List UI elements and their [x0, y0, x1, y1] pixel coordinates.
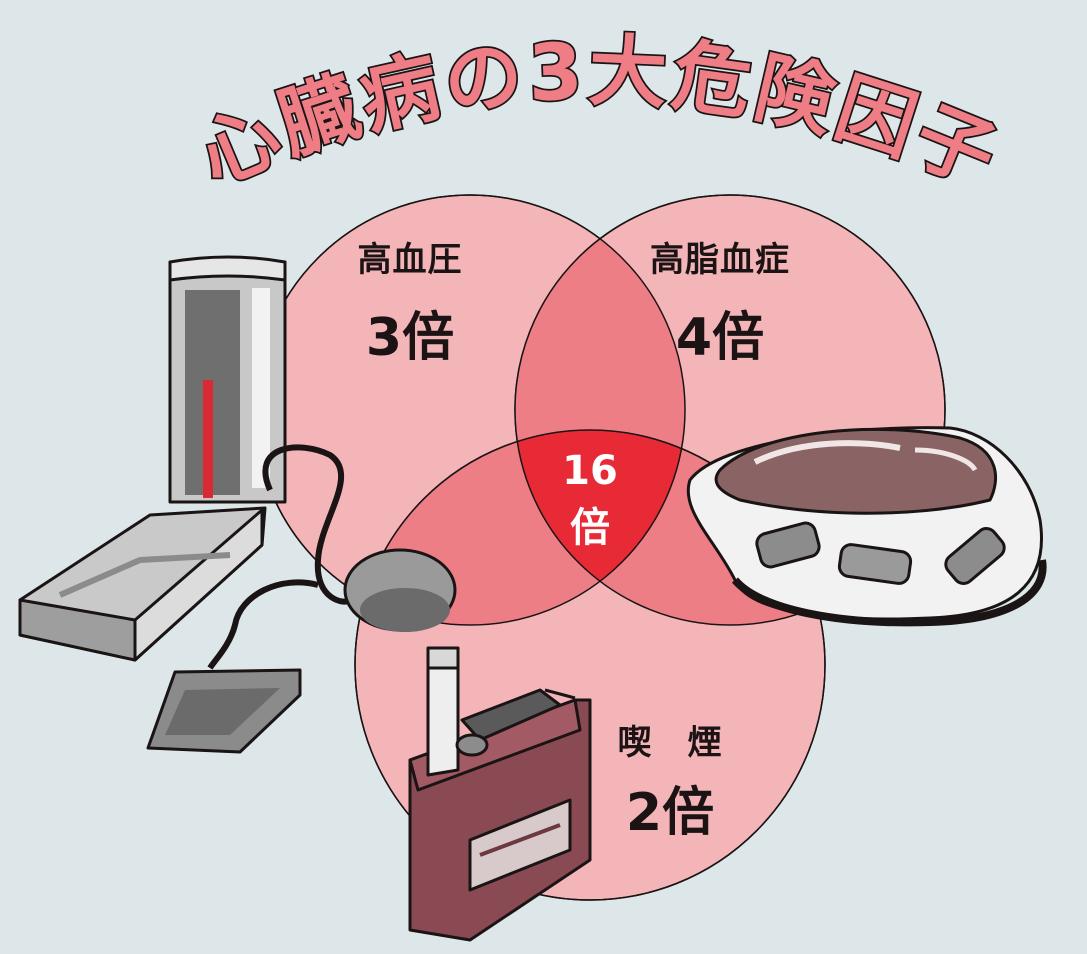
- factor-multiplier-smoking: 2倍: [605, 770, 735, 845]
- factor-multiplier-hyperlipidemia: 4倍: [655, 295, 785, 370]
- page-title-art: 心臓病の3大危険因子: [145, 27, 1055, 222]
- factor-label-hypertension: 高血圧: [345, 232, 475, 281]
- page-title: 心臓病の3大危険因子: [187, 27, 1012, 205]
- factor-label-smoking: 喫 煙: [600, 715, 740, 764]
- factor-label-hyperlipidemia: 高脂血症: [630, 232, 810, 281]
- factor-multiplier-hypertension: 3倍: [345, 295, 475, 370]
- svg-text:心臓病の3大危険因子: 心臓病の3大危険因子: [187, 27, 1012, 205]
- center-unit: 倍: [540, 505, 640, 551]
- center-value: 16: [540, 448, 640, 494]
